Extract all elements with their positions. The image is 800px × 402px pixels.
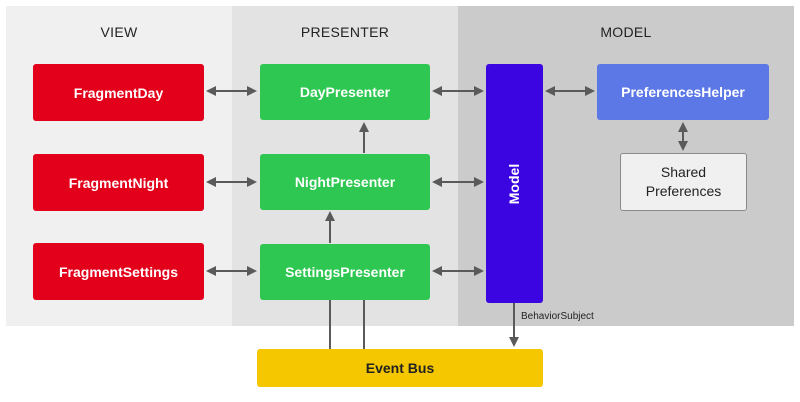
fragment-day-box: FragmentDay xyxy=(33,64,204,121)
event-bus-box: Event Bus xyxy=(257,349,543,387)
model-box: Model xyxy=(486,64,543,303)
fragment-settings-label: FragmentSettings xyxy=(58,263,178,280)
day-presenter-label: DayPresenter xyxy=(299,84,391,100)
day-presenter-box: DayPresenter xyxy=(260,64,430,120)
shared-preferences-label: Shared Preferences xyxy=(645,164,722,199)
fragment-night-box: FragmentNight xyxy=(33,154,204,211)
fragment-settings-box: FragmentSettings xyxy=(33,243,204,300)
behavior-subject-label: BehaviorSubject xyxy=(521,311,594,322)
view-column-title: VIEW xyxy=(100,24,138,40)
event-bus-label: Event Bus xyxy=(365,360,435,376)
night-presenter-label: NightPresenter xyxy=(294,174,396,190)
night-presenter-box: NightPresenter xyxy=(260,154,430,210)
fragment-day-label: FragmentDay xyxy=(73,84,164,101)
presenter-column-title: PRESENTER xyxy=(300,24,390,40)
settings-presenter-box: SettingsPresenter xyxy=(260,244,430,300)
model-column-title: MODEL xyxy=(600,24,652,40)
preferences-helper-box: PreferencesHelper xyxy=(597,64,769,120)
model-label: Model xyxy=(506,163,523,204)
shared-preferences-box: Shared Preferences xyxy=(620,153,747,211)
settings-presenter-label: SettingsPresenter xyxy=(285,264,405,280)
fragment-night-label: FragmentNight xyxy=(68,174,169,191)
preferences-helper-label: PreferencesHelper xyxy=(621,84,745,100)
